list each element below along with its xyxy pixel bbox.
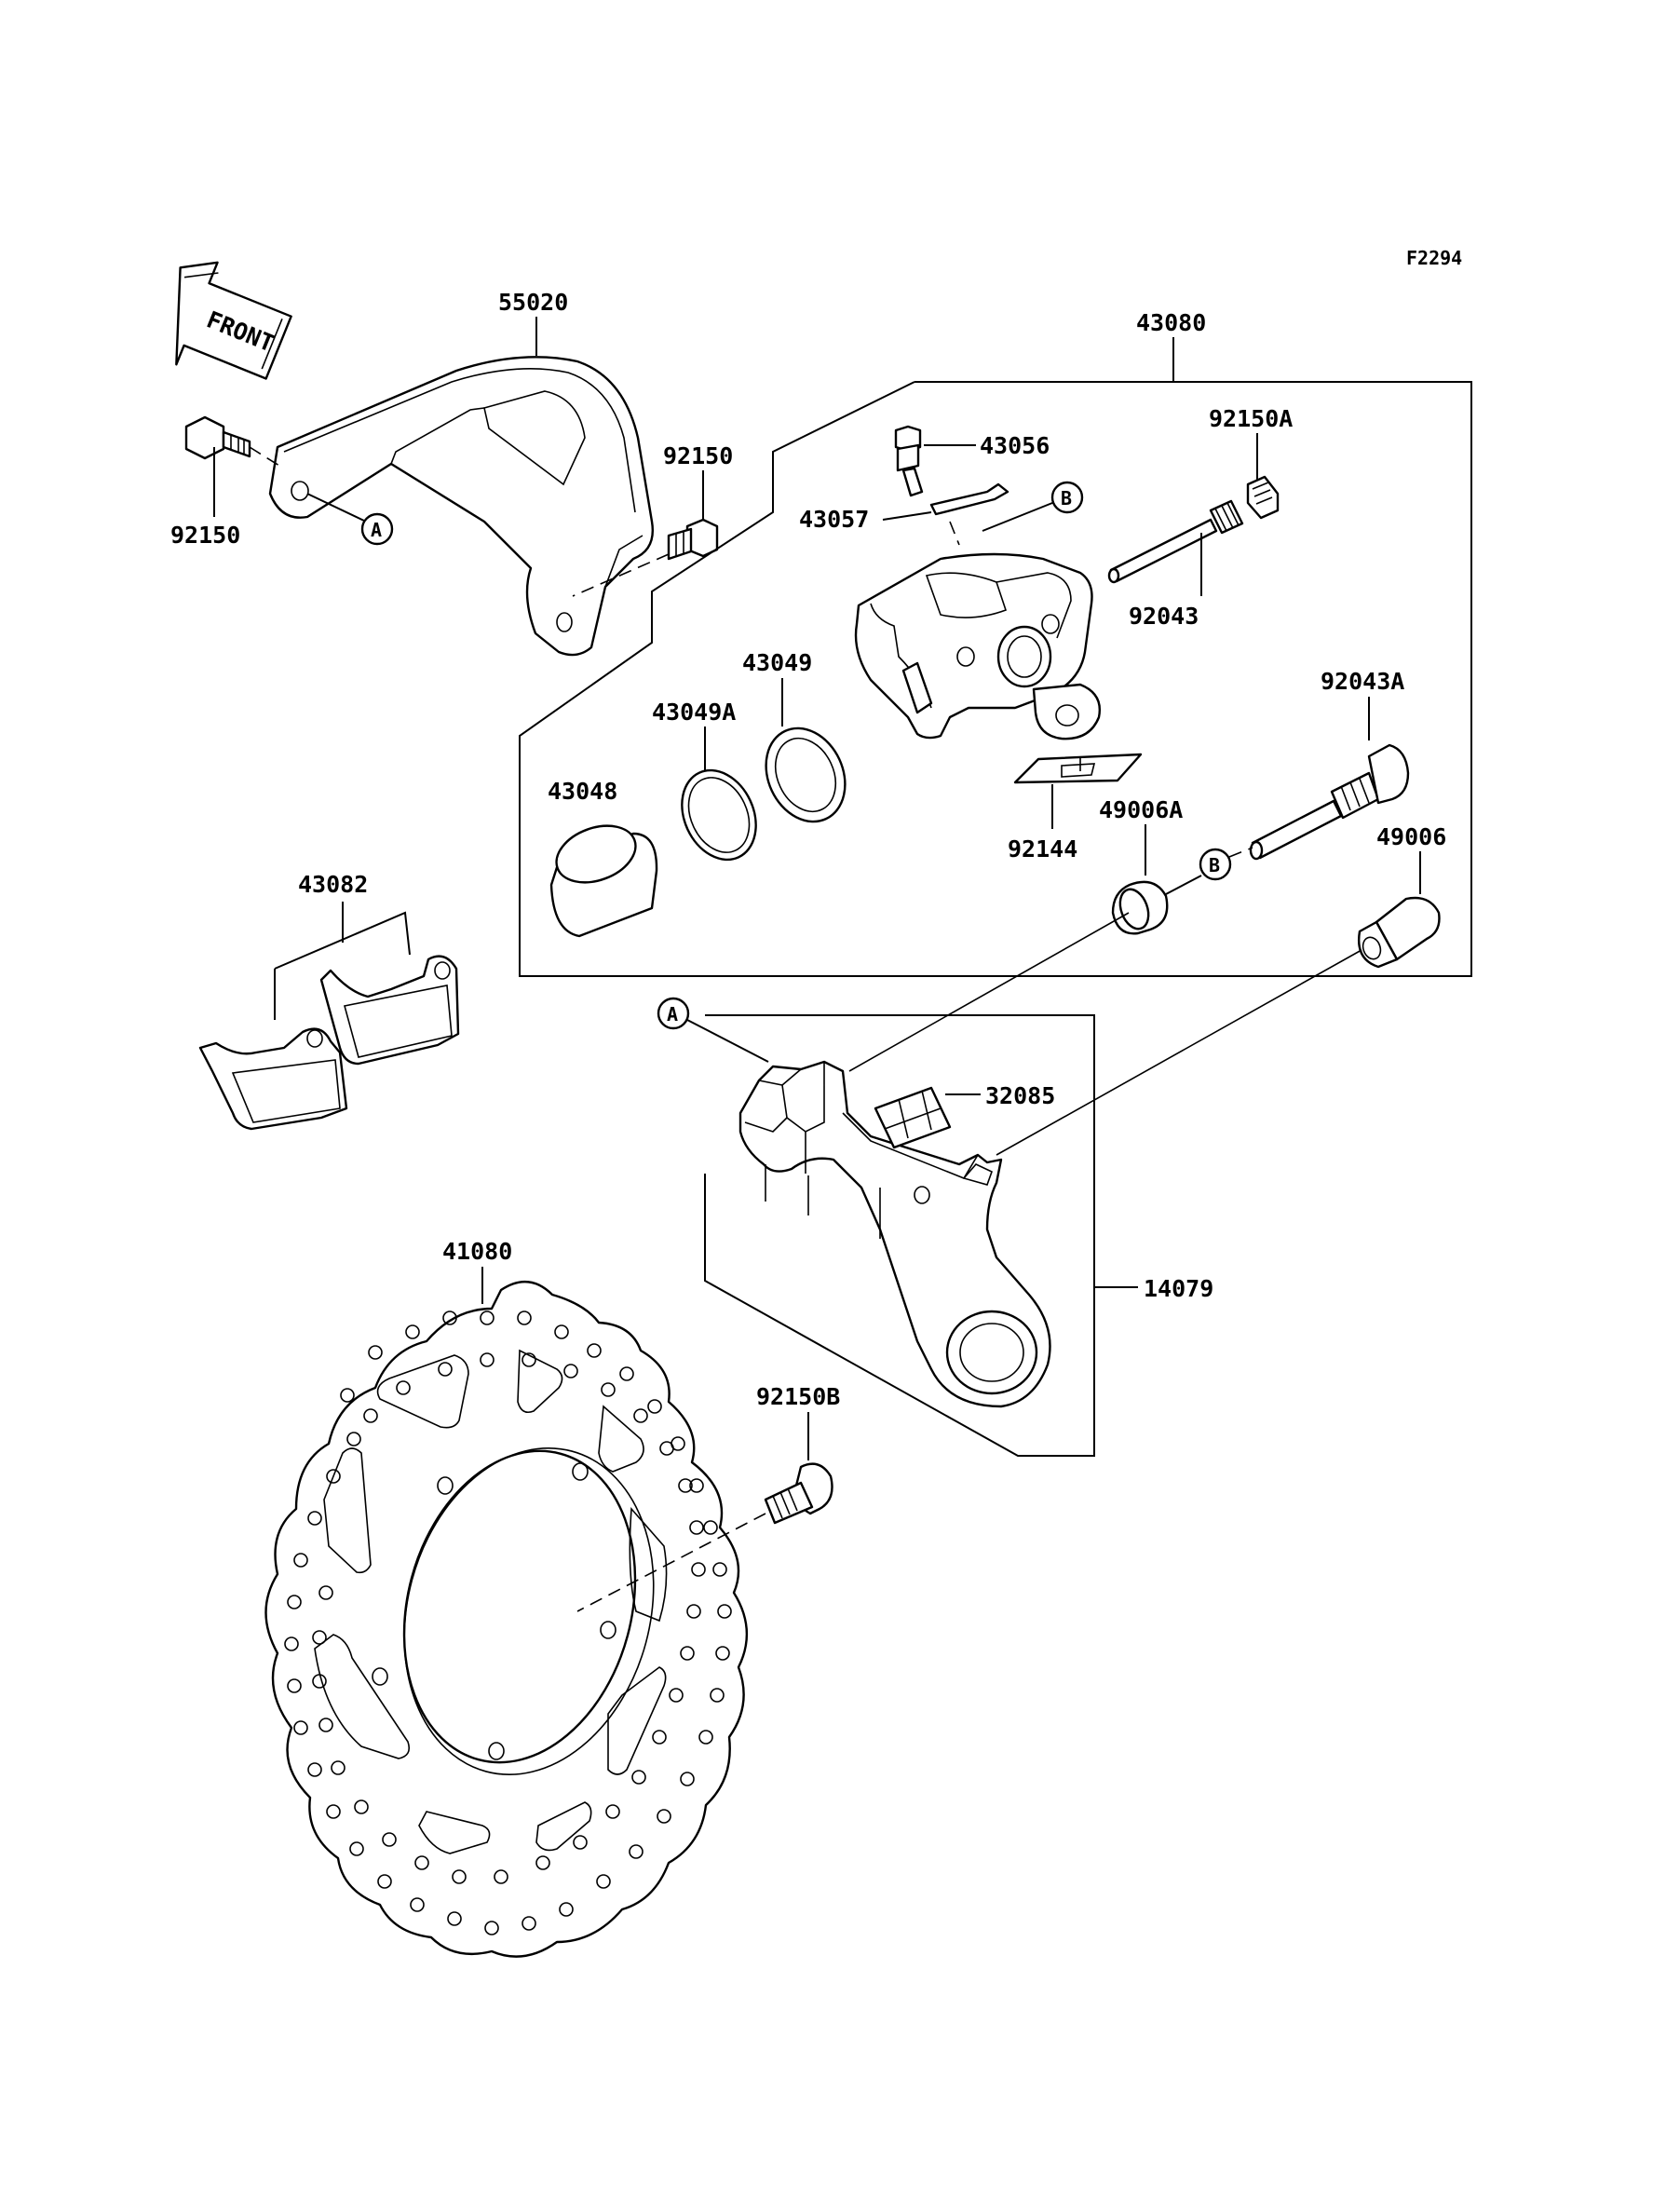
slide-pin-92043 [1107, 499, 1244, 584]
brake-pad-front [198, 1027, 348, 1131]
piston-43048 [549, 824, 658, 938]
label-92150-right: 92150 [663, 442, 733, 469]
figure-code: F2294 [1406, 247, 1462, 269]
ref-b-top-label: B [1061, 487, 1072, 509]
slide-pin-92043A [1249, 743, 1410, 861]
label-92150-left: 92150 [170, 522, 240, 549]
label-32085: 32085 [985, 1082, 1055, 1109]
label-43056: 43056 [980, 432, 1050, 459]
label-43057: 43057 [799, 506, 869, 533]
label-41080: 41080 [442, 1238, 512, 1265]
ref-circle-b-top [1050, 481, 1084, 514]
label-55020: 55020 [498, 289, 568, 316]
seal-43049A [681, 768, 757, 862]
ref-a-bracket-label: A [371, 519, 382, 541]
label-43080: 43080 [1136, 309, 1206, 336]
caliper-support-bracket [738, 1060, 1051, 1408]
shim-92144 [1013, 753, 1143, 784]
label-43082: 43082 [298, 871, 368, 898]
bleeder-valve [894, 425, 924, 497]
boot-49006 [1358, 896, 1441, 969]
seal-43049 [765, 727, 847, 823]
caliper-guard-bracket [268, 356, 654, 657]
ref-circle-a-caliper [657, 997, 690, 1030]
ref-circle-a-bracket [360, 512, 394, 546]
caliper-bracket-outline [704, 1014, 1095, 1457]
label-43049A: 43049A [652, 699, 736, 726]
label-49006: 49006 [1376, 823, 1446, 850]
label-49006A: 49006A [1099, 796, 1183, 823]
brake-disc [264, 1280, 748, 1958]
label-92043A: 92043A [1321, 668, 1404, 695]
front-arrow-icon: FRONT [175, 261, 292, 380]
label-14079: 14079 [1144, 1275, 1213, 1302]
label-92043: 92043 [1129, 603, 1199, 630]
pad-leader-bracket [274, 902, 411, 1020]
caliper-body [854, 552, 1101, 740]
ref-b-bottom-label: B [1209, 854, 1220, 876]
caliper-assembly-outline [519, 381, 1472, 977]
brake-pad-rear [319, 955, 460, 1066]
label-92150B: 92150B [756, 1383, 840, 1410]
label-92144: 92144 [1008, 835, 1077, 862]
bolt-92150-right [667, 518, 719, 561]
disc-bolt-92150B [764, 1462, 833, 1525]
pad-spring-32085 [874, 1086, 952, 1149]
label-92150A: 92150A [1209, 405, 1293, 432]
ref-circle-b-bottom [1199, 848, 1232, 881]
pad-clip [929, 482, 1009, 516]
label-43049: 43049 [742, 649, 812, 676]
boot-49006A [1111, 880, 1169, 935]
label-43048: 43048 [548, 778, 617, 805]
ref-a-caliper-label: A [667, 1003, 678, 1025]
pin-cap-92150A [1246, 475, 1280, 520]
bolt-92150-left [184, 415, 251, 460]
